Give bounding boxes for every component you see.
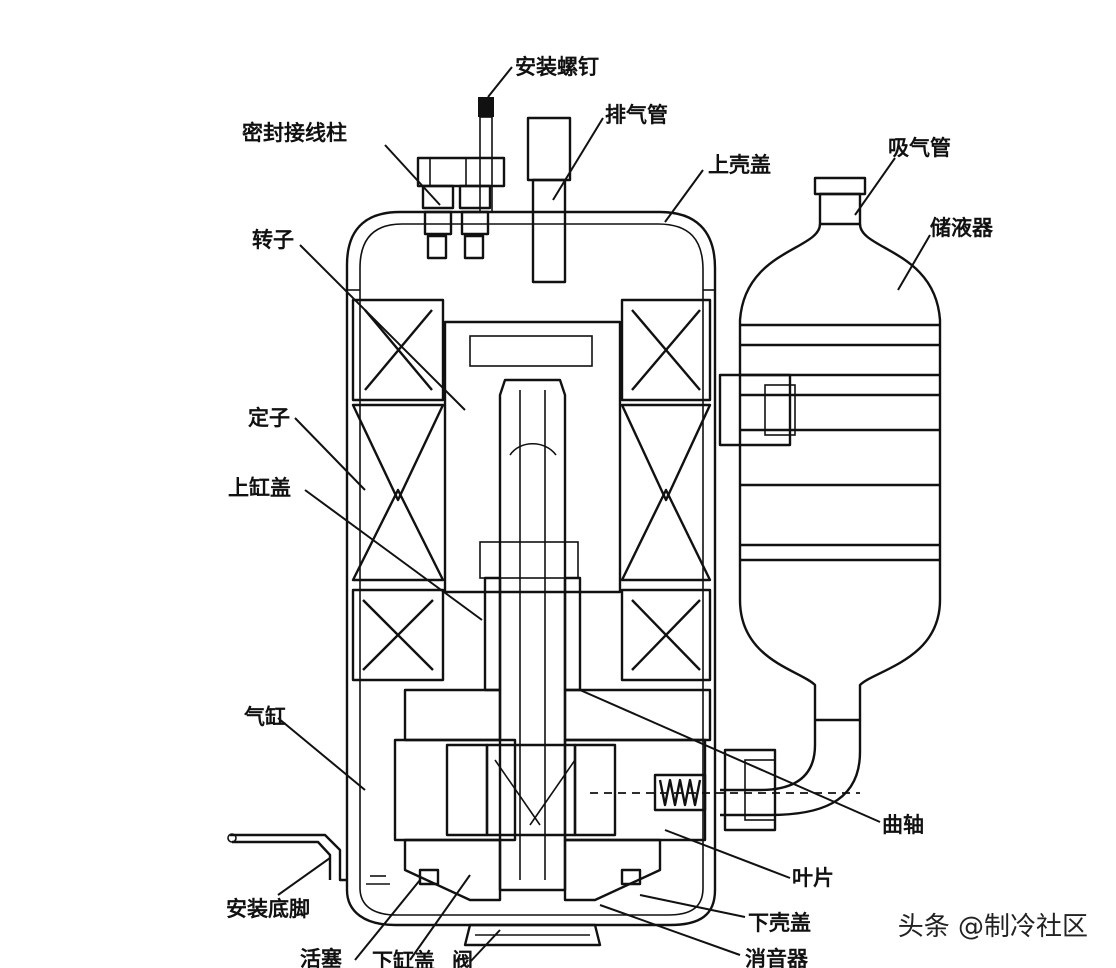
oil-level-mark bbox=[366, 875, 390, 885]
label-lower-shell-cover: 下壳盖 bbox=[748, 911, 811, 935]
label-rotor: 转子 bbox=[252, 228, 294, 252]
label-vane: 叶片 bbox=[792, 866, 834, 890]
compressor-shell bbox=[345, 210, 717, 927]
watermark: 头条 @制冷社区 bbox=[897, 912, 1088, 942]
label-discharge-pipe: 排气管 bbox=[605, 103, 668, 127]
accumulator bbox=[718, 176, 942, 832]
rotor bbox=[443, 320, 622, 594]
label-sealed-terminal: 密封接线柱 bbox=[242, 121, 347, 145]
label-mounting-screw: 安装螺钉 bbox=[515, 55, 599, 79]
muffler bbox=[463, 923, 602, 947]
label-upper-shell-cover: 上壳盖 bbox=[708, 153, 771, 177]
piston bbox=[485, 743, 577, 837]
label-piston: 活塞 bbox=[300, 947, 343, 968]
leader-lines bbox=[277, 66, 931, 963]
discharge-pipe bbox=[526, 116, 572, 284]
mounting-foot bbox=[227, 833, 347, 882]
label-accumulator: 储液器 bbox=[930, 216, 994, 240]
sealed-terminal bbox=[416, 156, 506, 260]
label-crankshaft: 曲轴 bbox=[882, 813, 924, 837]
label-upper-cylinder-cover: 上缸盖 bbox=[228, 476, 291, 500]
label-cylinder: 气缸 bbox=[243, 705, 286, 729]
label-lower-cylinder-cover: 下缸盖 bbox=[372, 949, 435, 968]
label-stator: 定子 bbox=[248, 406, 290, 430]
upper-cylinder-cover bbox=[403, 541, 712, 742]
label-valve: 阀 bbox=[452, 949, 473, 968]
label-muffler: 消音器 bbox=[745, 947, 809, 968]
label-mounting-foot: 安装底脚 bbox=[226, 897, 310, 921]
lower-cylinder-cover bbox=[403, 838, 662, 902]
cylinder bbox=[393, 738, 707, 842]
mounting-screw bbox=[478, 97, 494, 213]
label-suction-pipe: 吸气管 bbox=[888, 136, 951, 160]
stator bbox=[351, 298, 712, 682]
labels: 安装螺钉 密封接线柱 排气管 上壳盖 吸气管 转子 储液器 定子 上缸盖 气缸 … bbox=[226, 55, 994, 968]
